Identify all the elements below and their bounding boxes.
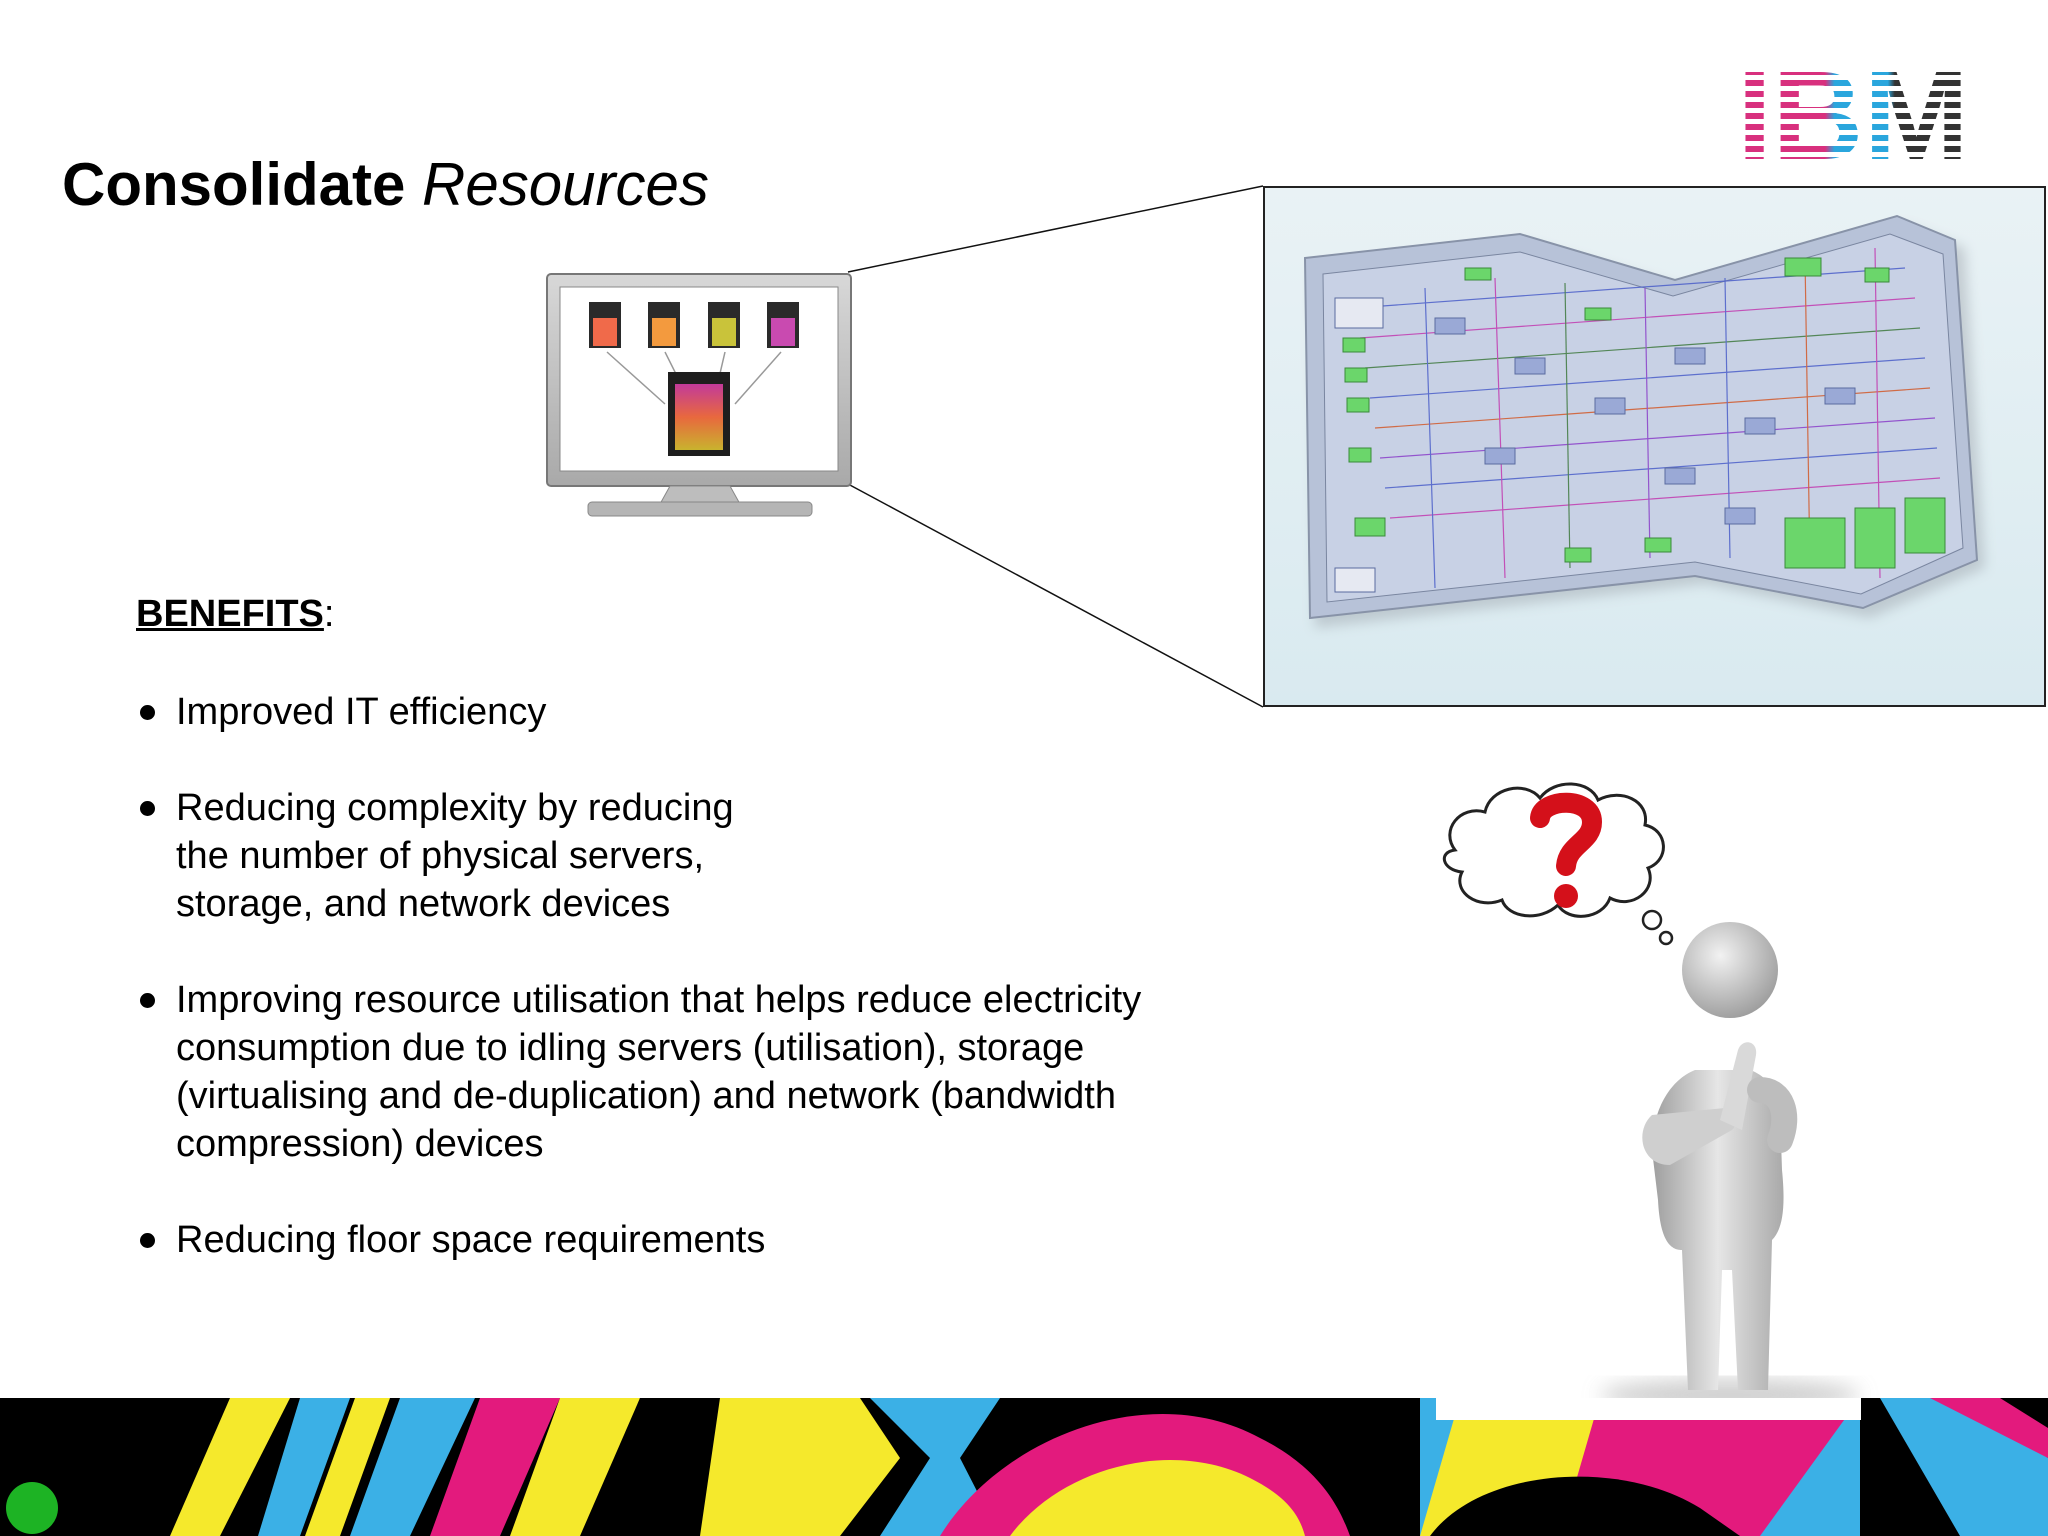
footer-band [0,1398,2048,1536]
thought-cloud [1442,782,1665,918]
title-bold: Consolidate [62,151,406,218]
server-consolidation-monitor [546,273,852,517]
ibm-logo-text: IBM [1737,58,1969,163]
thinking-figure [1442,782,1860,1411]
benefit-item: Improving resource utilisation that help… [136,976,1246,1168]
bullet-icon [140,993,155,1008]
consolidated-server-icon [668,372,730,456]
benefit-line: Reducing complexity by reducing [176,787,734,829]
benefit-item: Reducing floor space requirements [136,1216,1246,1264]
bullet-icon [140,1233,155,1248]
bullet-icon [140,801,155,816]
benefit-line: storage, and network devices [176,883,671,925]
benefits-list: Improved IT efficiency Reducing complexi… [136,688,1246,1264]
question-mark-icon [1530,792,1603,908]
benefit-line: compression) devices [176,1123,544,1165]
benefits-section: BENEFITS: Improved IT efficiency Reducin… [136,590,1246,1312]
benefits-heading: BENEFITS: [136,590,1246,638]
benefit-item: Improved IT efficiency [136,688,1246,736]
page-title: Consolidate Resources [62,145,709,225]
server-icon-2 [648,302,680,348]
benefits-heading-colon: : [323,593,335,635]
application-map-box [1263,186,2046,707]
server-icon-1 [589,302,621,348]
benefit-line: consumption due to idling servers (utili… [176,1027,1085,1069]
title-italic: Resources [422,151,709,218]
benefits-heading-label: BENEFITS [136,593,324,635]
bullet-icon [140,705,155,720]
benefit-line: Improving resource utilisation that help… [176,979,1142,1021]
person-figure [1642,922,1798,1390]
green-dot-icon [6,1482,58,1534]
benefit-item: Reducing complexity by reducing the numb… [136,784,1246,928]
benefit-line: (virtualising and de-duplication) and ne… [176,1075,1116,1117]
ibm-logo: IBM [1737,58,1969,163]
folded-map-illustration [1303,214,1985,628]
benefit-line: Reducing floor space requirements [176,1219,766,1261]
server-icon-4 [767,302,799,348]
server-icon-3 [708,302,740,348]
benefit-line: Improved IT efficiency [176,691,547,733]
benefit-line: the number of physical servers, [176,835,705,877]
